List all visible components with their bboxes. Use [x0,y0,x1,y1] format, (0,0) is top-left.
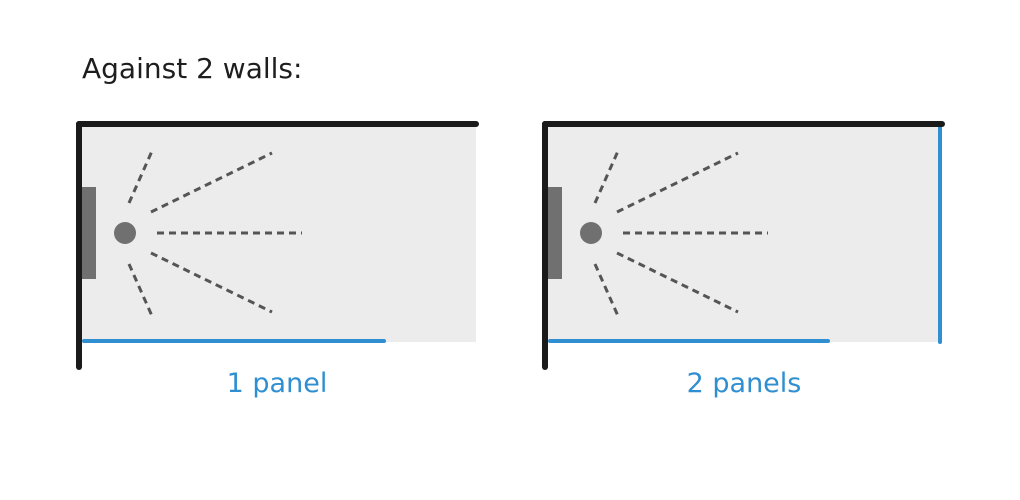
shower-head-mount [548,187,562,279]
shower-head [114,222,136,244]
spray-line [127,150,154,204]
spray-line [593,263,620,317]
layout-1-panel: 1 panel [76,121,479,399]
spray-line [593,150,620,204]
spray-line [616,251,739,314]
spray-line [150,151,273,214]
water-spray [593,150,768,317]
layout-caption: 1 panel [227,368,328,399]
layout-2-panels: 2 panels [542,121,945,399]
shower-head-mount [82,187,96,279]
spray-line [150,251,273,314]
spray-line [127,263,154,317]
layout-caption: 2 panels [687,368,802,399]
water-spray [127,150,302,317]
spray-line [616,151,739,214]
page-title: Against 2 walls: [82,52,303,85]
shower-head [580,222,602,244]
